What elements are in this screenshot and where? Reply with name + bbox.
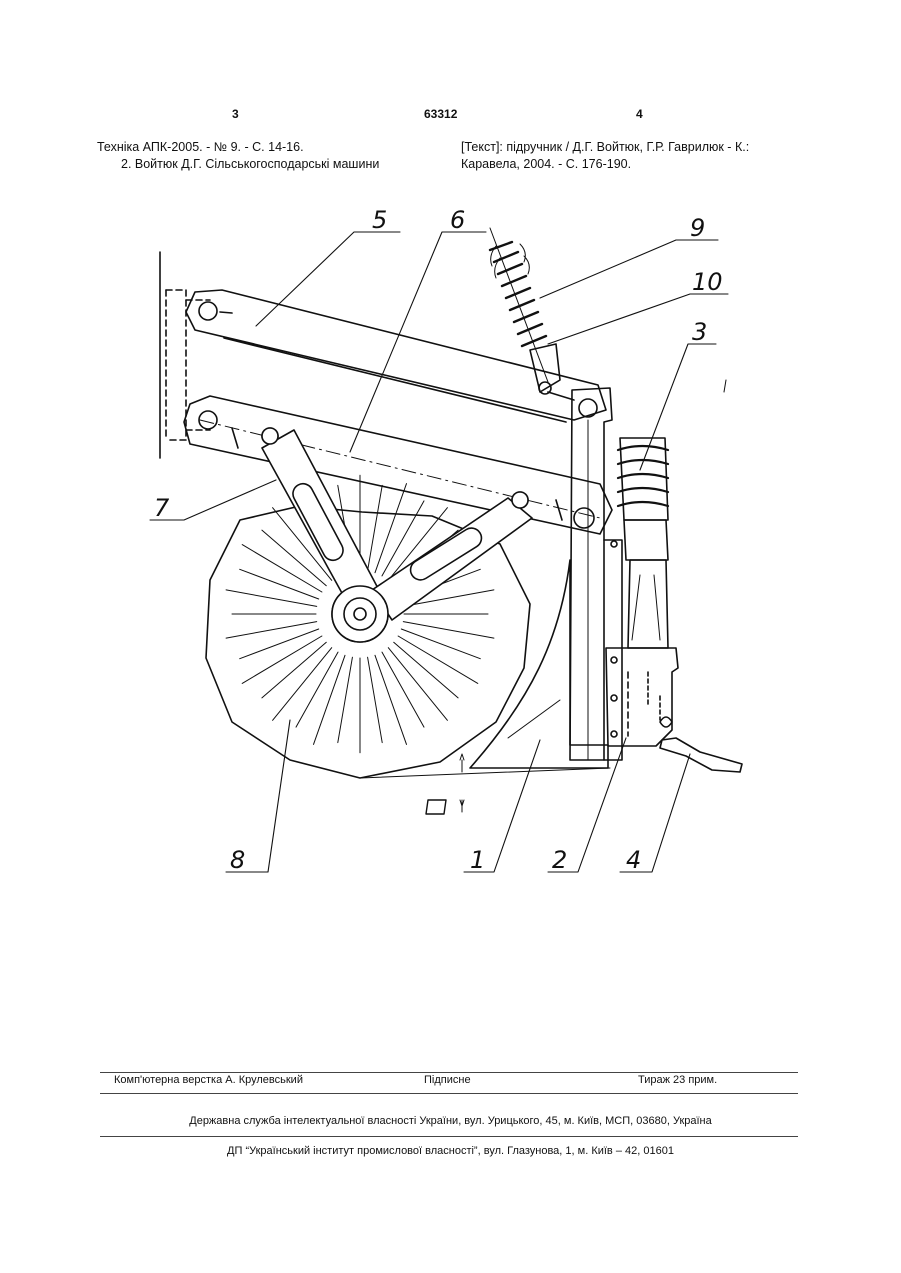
footer-layout-credit: Комп'ютерна верстка А. Крулевський — [114, 1074, 303, 1086]
footer-circulation: Тираж 23 прим. — [638, 1074, 717, 1086]
callout-3: 3 — [692, 318, 707, 346]
wheel-spoke — [403, 622, 494, 639]
wheel-spoke — [273, 648, 332, 721]
coulter-spring — [618, 438, 668, 648]
tine-foot — [660, 738, 742, 772]
callout-10: 10 — [692, 268, 723, 296]
wheel-spoke — [226, 590, 317, 607]
callout-5: 5 — [372, 206, 387, 234]
callout-1: 1 — [470, 846, 485, 874]
wheel-spoke — [388, 648, 447, 721]
wheel-spoke — [226, 622, 317, 639]
callout-6: 6 — [450, 206, 465, 234]
upper-spring — [490, 228, 574, 400]
depth-dimension — [360, 754, 610, 814]
footer-institute: ДП “Український інститут промислової вла… — [0, 1145, 901, 1157]
footer-agency: Державна служба інтелектуальної власност… — [0, 1115, 901, 1127]
callout-2: 2 — [552, 846, 567, 874]
shank-standard — [570, 388, 622, 760]
footer-rule-middle — [100, 1093, 798, 1094]
callout-4: 4 — [626, 846, 641, 874]
footer-signed: Підписне — [424, 1074, 471, 1086]
callout-labels: 5 6 9 10 3 7 8 1 2 4 — [154, 206, 723, 874]
footer-rule-bottom — [100, 1136, 798, 1137]
footer-rule-top — [100, 1072, 798, 1073]
callout-8: 8 — [230, 846, 245, 874]
upper-link — [186, 290, 606, 422]
opener-body — [470, 560, 608, 768]
stray-mark — [724, 380, 726, 392]
callout-9: 9 — [690, 214, 705, 242]
callout-7: 7 — [154, 494, 170, 522]
